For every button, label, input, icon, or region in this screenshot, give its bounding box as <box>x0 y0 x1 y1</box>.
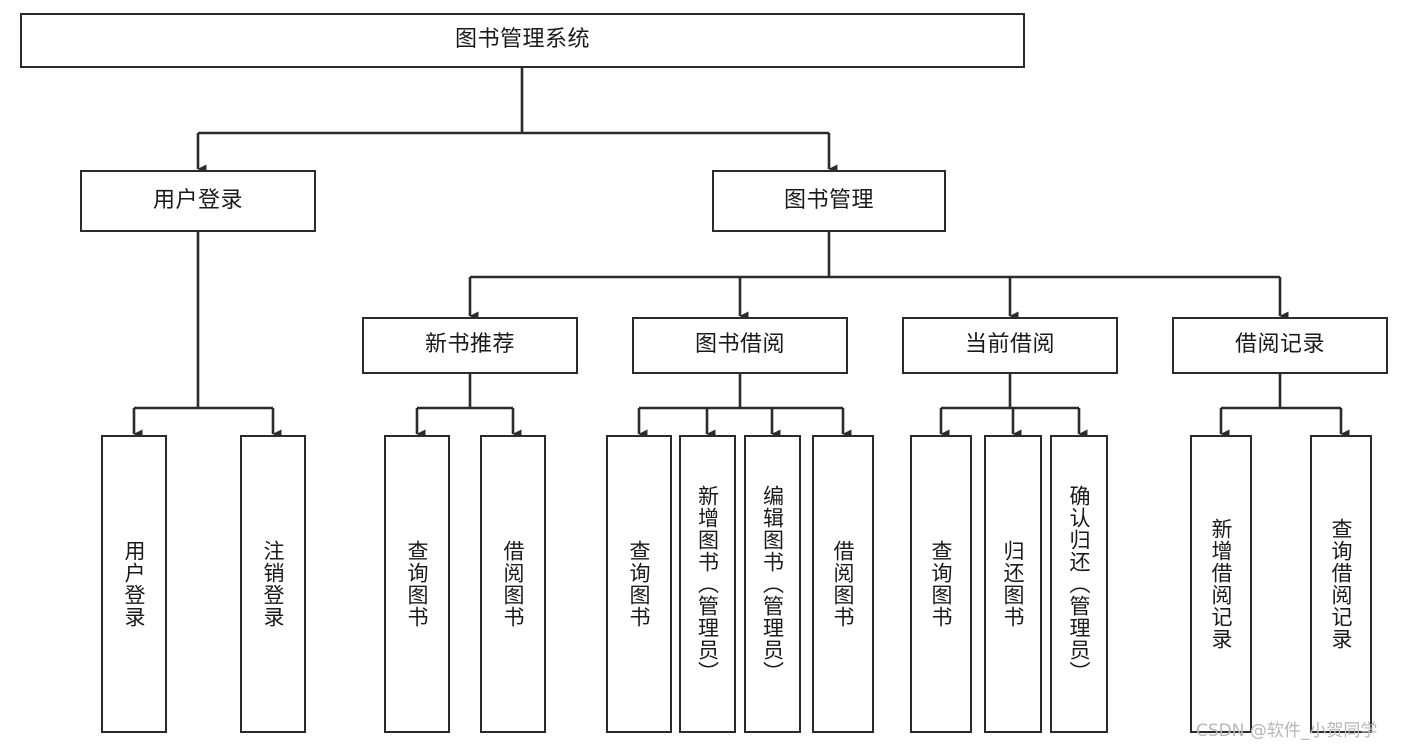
node-label: 图书管理 <box>783 187 874 213</box>
node-label: 新书推荐 <box>424 332 515 358</box>
node-level3-新书推荐[interactable]: 新书推荐 <box>362 317 578 374</box>
node-label: 借阅图书 <box>831 540 856 628</box>
node-leaf-查询图书[interactable]: 查询图书 <box>606 435 672 733</box>
node-label: 确认归还（管理员） <box>1067 485 1092 683</box>
node-leaf-借阅图书[interactable]: 借阅图书 <box>812 435 874 733</box>
node-label: 查询图书 <box>627 540 652 628</box>
node-level3-图书借阅[interactable]: 图书借阅 <box>632 317 848 374</box>
node-label: 注销登录 <box>261 540 286 628</box>
node-level3-借阅记录[interactable]: 借阅记录 <box>1172 317 1388 374</box>
node-leaf-归还图书[interactable]: 归还图书 <box>984 435 1042 733</box>
node-label: 用户登录 <box>152 187 243 213</box>
connector-lines <box>132 68 1350 439</box>
node-leaf-新增图书管理员[interactable]: 新增图书（管理员） <box>679 435 736 733</box>
node-level2-图书管理[interactable]: 图书管理 <box>712 170 946 232</box>
node-label: 新增图书（管理员） <box>695 485 720 683</box>
node-label: 图书管理系统 <box>454 27 590 53</box>
csdn-watermark: CSDN @软件_小贺同学 <box>1196 721 1378 741</box>
node-label: 借阅图书 <box>501 540 526 628</box>
node-leaf-用户登录[interactable]: 用户登录 <box>101 435 167 733</box>
node-label: 图书借阅 <box>694 332 785 358</box>
node-root-system[interactable]: 图书管理系统 <box>20 13 1025 68</box>
node-leaf-查询借阅记录[interactable]: 查询借阅记录 <box>1310 435 1372 733</box>
node-leaf-注销登录[interactable]: 注销登录 <box>240 435 306 733</box>
node-leaf-编辑图书管理员[interactable]: 编辑图书（管理员） <box>744 435 801 733</box>
node-leaf-确认归还管理员[interactable]: 确认归还（管理员） <box>1050 435 1108 733</box>
node-label: 查询图书 <box>929 540 954 628</box>
node-label: 用户登录 <box>122 540 147 628</box>
node-leaf-查询图书[interactable]: 查询图书 <box>384 435 450 733</box>
node-leaf-新增借阅记录[interactable]: 新增借阅记录 <box>1190 435 1252 733</box>
node-leaf-查询图书[interactable]: 查询图书 <box>910 435 972 733</box>
node-label: 当前借阅 <box>964 332 1055 358</box>
node-level2-用户登录[interactable]: 用户登录 <box>80 170 316 232</box>
node-label: 归还图书 <box>1001 540 1026 628</box>
node-label: 查询图书 <box>405 540 430 628</box>
node-level3-当前借阅[interactable]: 当前借阅 <box>902 317 1118 374</box>
node-label: 编辑图书（管理员） <box>760 485 785 683</box>
node-label: 新增借阅记录 <box>1209 518 1234 650</box>
node-leaf-借阅图书[interactable]: 借阅图书 <box>480 435 546 733</box>
node-label: 查询借阅记录 <box>1329 518 1354 650</box>
node-label: 借阅记录 <box>1234 332 1325 358</box>
